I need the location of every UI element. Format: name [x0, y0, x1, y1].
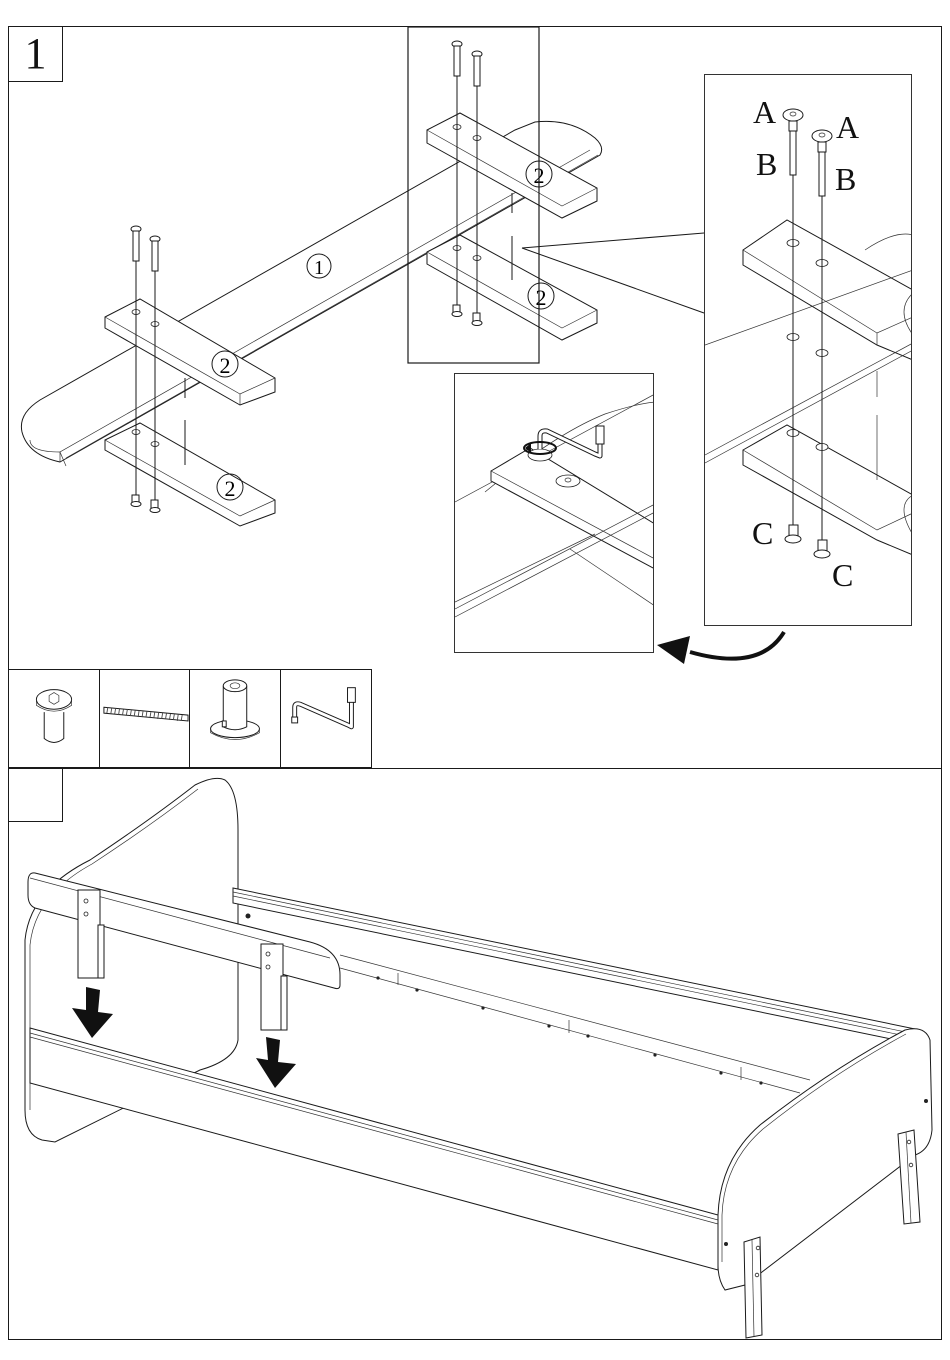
- label-bolt-head-a: A: [836, 111, 859, 143]
- svg-text:1: 1: [314, 257, 324, 279]
- svg-text:2: 2: [225, 476, 236, 501]
- hardware-cell-barrel-nut: [189, 669, 281, 768]
- curved-arrow-icon: [657, 632, 784, 664]
- barrel-nut-icon: [814, 540, 830, 558]
- bolt-icon: [783, 109, 803, 175]
- callout-detail-bolts: [704, 74, 912, 626]
- label-nut-c: C: [752, 517, 773, 549]
- bolt-icon: [812, 130, 832, 196]
- hardware-parts-row: [8, 669, 370, 768]
- svg-text:2: 2: [220, 353, 231, 378]
- cross-slat-left-lower: [105, 423, 275, 526]
- barrel-nut-icon: [190, 670, 280, 767]
- step-2-number-box: [8, 768, 63, 822]
- label-bolt-head-a: A: [753, 96, 776, 128]
- hex-socket-bolt-icon: [9, 670, 99, 767]
- label-nut-c: C: [832, 559, 853, 591]
- callout-leader-top: [522, 233, 704, 248]
- label-bolt-shaft-b: B: [835, 163, 856, 195]
- label-bolt-shaft-b: B: [756, 148, 777, 180]
- threaded-rod-icon: [100, 670, 190, 767]
- allen-key-icon: [281, 670, 371, 767]
- step-divider: [8, 768, 942, 769]
- callout-detail-allen-key: [454, 373, 654, 653]
- svg-text:2: 2: [536, 285, 547, 310]
- hardware-cell-allen-key: [280, 669, 372, 768]
- hardware-cell-threaded-rod: [99, 669, 191, 768]
- hardware-cell-connector-bolt: [8, 669, 100, 768]
- barrel-nut-icon: [785, 525, 801, 543]
